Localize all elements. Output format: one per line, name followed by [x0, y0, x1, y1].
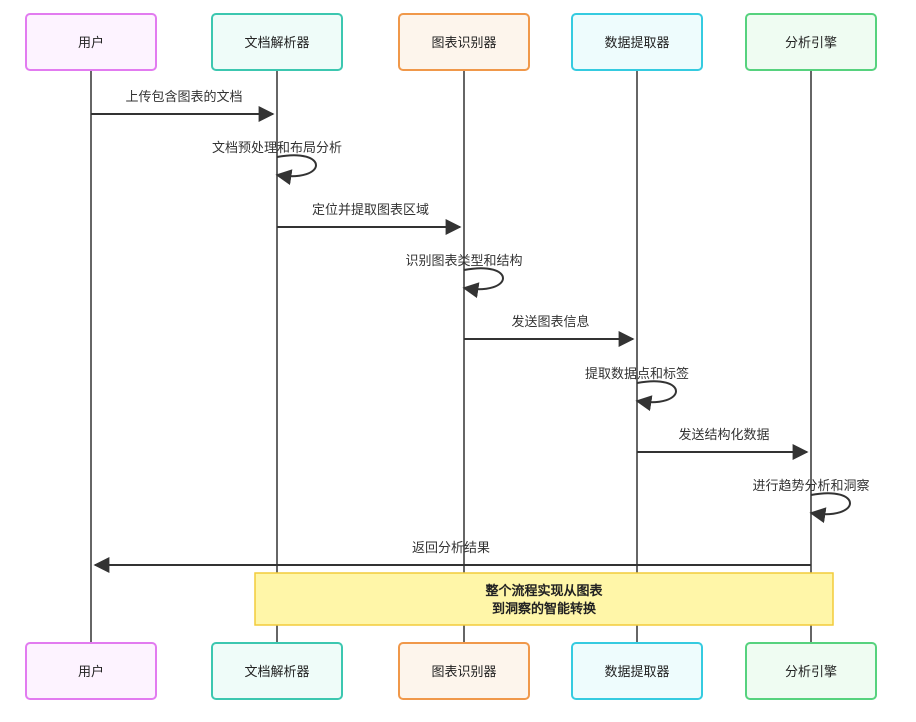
- message-8: 进行趋势分析和洞察: [752, 478, 870, 524]
- message-label: 返回分析结果: [412, 541, 490, 556]
- actor-box: [25, 13, 157, 71]
- actor-engine-bottom: 分析引擎: [745, 642, 877, 700]
- actor-label: 分析引擎: [785, 36, 837, 51]
- actor-box: [745, 642, 877, 700]
- actor-label: 图表识别器: [431, 36, 496, 51]
- actor-box: [571, 642, 703, 700]
- message-1: 上传包含图表的文档: [91, 89, 275, 122]
- actor-box: [745, 13, 877, 71]
- message-9: 返回分析结果: [93, 541, 811, 573]
- lifelines: [90, 70, 812, 643]
- actor-label: 用户: [78, 664, 104, 680]
- actor-box: [571, 13, 703, 71]
- message-label: 发送结构化数据: [678, 427, 769, 443]
- actor-box: [398, 13, 530, 71]
- actors-bottom: 用户 文档解析器 图表识别器 数据提取器 分析引擎: [25, 642, 877, 700]
- actor-engine-top: 分析引擎: [745, 13, 877, 71]
- message-6: 提取数据点和标签: [585, 366, 689, 412]
- message-label: 进行趋势分析和洞察: [752, 478, 869, 494]
- messages: 上传包含图表的文档文档预处理和布局分析定位并提取图表区域识别图表类型和结构发送图…: [91, 89, 870, 573]
- note-box: [254, 572, 834, 626]
- actor-recognizer-bottom: 图表识别器: [398, 642, 530, 700]
- message-7: 发送结构化数据: [637, 427, 809, 460]
- actor-extractor-bottom: 数据提取器: [571, 642, 703, 700]
- self-message-arrow: [462, 267, 504, 299]
- actor-label: 图表识别器: [431, 665, 496, 680]
- self-message-arrow: [275, 154, 317, 186]
- note-line: 到洞察的智能转换: [492, 601, 597, 617]
- actor-label: 文档解析器: [244, 36, 309, 51]
- actor-box: [398, 642, 530, 700]
- actor-extractor-top: 数据提取器: [571, 13, 703, 71]
- actor-recognizer-top: 图表识别器: [398, 13, 530, 71]
- actor-box: [25, 642, 157, 700]
- message-label: 提取数据点和标签: [585, 366, 689, 382]
- actor-label: 分析引擎: [785, 665, 837, 680]
- note-line: 整个流程实现从图表: [484, 583, 603, 599]
- message-label: 发送图表信息: [511, 314, 589, 330]
- actor-label: 数据提取器: [604, 664, 669, 680]
- actor-label: 数据提取器: [604, 35, 669, 51]
- message-4: 识别图表类型和结构: [405, 254, 523, 299]
- actor-label: 文档解析器: [244, 665, 309, 680]
- self-message-arrow: [635, 380, 677, 412]
- message-label: 识别图表类型和结构: [405, 254, 522, 269]
- message-2: 文档预处理和布局分析: [212, 141, 342, 186]
- actor-label: 用户: [78, 35, 104, 51]
- message-3: 定位并提取图表区域: [277, 202, 462, 235]
- message-label: 上传包含图表的文档: [125, 89, 242, 105]
- actor-parser-bottom: 文档解析器: [211, 642, 343, 700]
- message-label: 定位并提取图表区域: [312, 202, 429, 218]
- message-label: 文档预处理和布局分析: [212, 141, 342, 156]
- actor-user-bottom: 用户: [25, 642, 157, 700]
- actors-top: 用户 文档解析器 图表识别器 数据提取器 分析引擎: [25, 13, 877, 71]
- actor-box: [211, 642, 343, 700]
- self-message-arrow: [809, 492, 851, 524]
- actor-user-top: 用户: [25, 13, 157, 71]
- message-5: 发送图表信息: [464, 314, 635, 347]
- actor-box: [211, 13, 343, 71]
- actor-parser-top: 文档解析器: [211, 13, 343, 71]
